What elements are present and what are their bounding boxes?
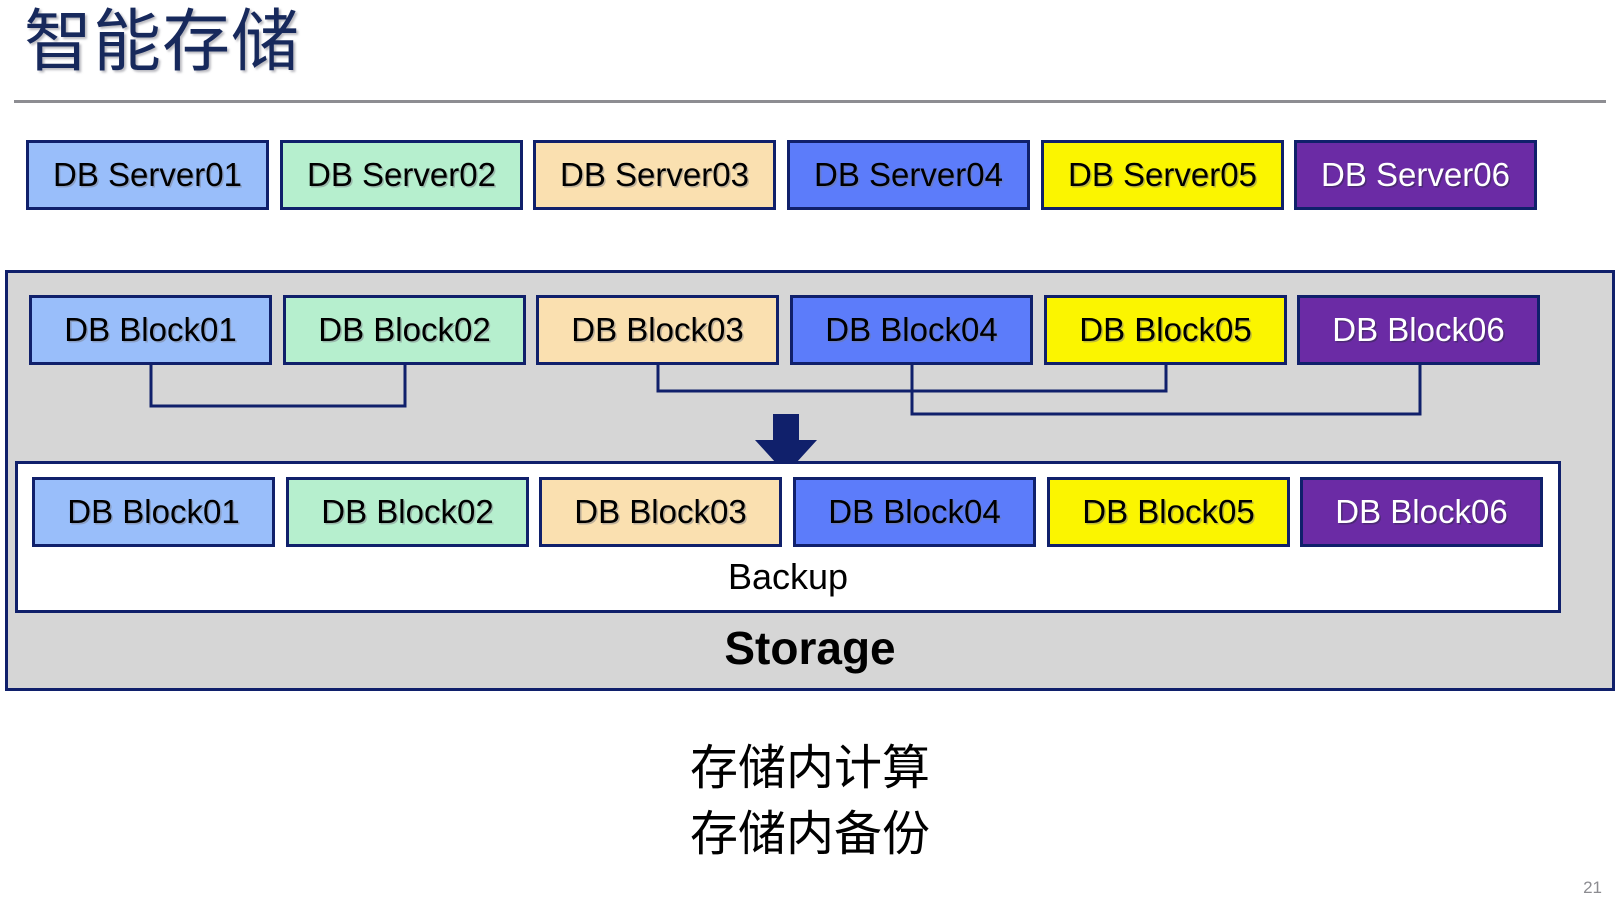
backup-block-box-5[interactable]: DB Block05 [1047, 477, 1290, 547]
db-server-box-3[interactable]: DB Server03 [533, 140, 776, 210]
caption-line-1: 存储内计算 [689, 742, 930, 795]
db-block-box-1[interactable]: DB Block01 [29, 295, 272, 365]
backup-panel: DB Block01 DB Block02 DB Block03 DB Block04… [15, 461, 1561, 613]
bracket-block03-block05 [656, 365, 1168, 393]
backup-block-box-6[interactable]: DB Block06 [1300, 477, 1543, 547]
caption-block: 存储内计算存储内备份 [0, 736, 1620, 868]
db-server-box-4[interactable]: DB Server04 [787, 140, 1030, 210]
db-server-box-1[interactable]: DB Server01 [26, 140, 269, 210]
bracket-block01-block02 [149, 365, 407, 408]
page-title: 智能存储 [24, 4, 301, 80]
db-block-box-label: DB Block01 [64, 311, 237, 348]
backup-block-box-label: DB Block01 [67, 493, 240, 530]
storage-label: Storage [724, 622, 896, 674]
backup-block-box-label: DB Block05 [1082, 493, 1255, 530]
db-server-box-6[interactable]: DB Server06 [1294, 140, 1537, 210]
db-server-box-label: DB Server05 [1068, 156, 1257, 193]
storage-container: DB Block01 DB Block02 DB Block03 DB Block04… [5, 270, 1615, 691]
db-block-box-label: DB Block06 [1332, 311, 1505, 348]
backup-block-box-label: DB Block04 [828, 493, 1001, 530]
backup-block-box-2[interactable]: DB Block02 [286, 477, 529, 547]
caption-line-2: 存储内备份 [689, 808, 930, 862]
backup-block-box-4[interactable]: DB Block04 [793, 477, 1036, 547]
db-block-box-3[interactable]: DB Block03 [536, 295, 779, 365]
backup-block-box-label: DB Block06 [1335, 493, 1508, 530]
bracket-block04-block06 [910, 365, 1422, 416]
title-divider [14, 100, 1606, 103]
db-block-box-label: DB Block04 [825, 311, 998, 348]
db-block-box-label: DB Block03 [571, 311, 744, 348]
db-server-box-label: DB Server06 [1321, 156, 1510, 193]
db-server-box-label: DB Server02 [307, 156, 496, 193]
db-server-box-label: DB Server03 [560, 156, 749, 193]
db-server-box-5[interactable]: DB Server05 [1041, 140, 1284, 210]
db-server-box-2[interactable]: DB Server02 [280, 140, 523, 210]
db-server-box-label: DB Server04 [814, 156, 1003, 193]
backup-block-box-label: DB Block03 [574, 493, 747, 530]
db-server-box-label: DB Server01 [53, 156, 242, 193]
db-block-box-4[interactable]: DB Block04 [790, 295, 1033, 365]
backup-block-box-1[interactable]: DB Block01 [32, 477, 275, 547]
backup-block-box-3[interactable]: DB Block03 [539, 477, 782, 547]
backup-block-box-label: DB Block02 [321, 493, 494, 530]
db-block-box-5[interactable]: DB Block05 [1044, 295, 1287, 365]
db-block-box-6[interactable]: DB Block06 [1297, 295, 1540, 365]
db-block-box-label: DB Block05 [1079, 311, 1252, 348]
backup-label: Backup [727, 556, 849, 597]
db-block-box-label: DB Block02 [318, 311, 491, 348]
db-block-box-2[interactable]: DB Block02 [283, 295, 526, 365]
slide-number: 21 [1583, 878, 1602, 897]
